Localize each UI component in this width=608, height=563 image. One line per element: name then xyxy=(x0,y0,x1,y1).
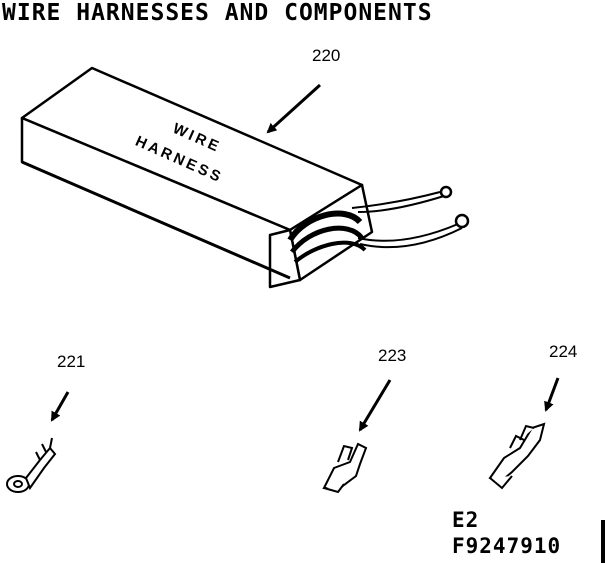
callout-224: 224 xyxy=(549,342,578,361)
wire-harness-box xyxy=(20,66,470,289)
callout-221: 221 xyxy=(57,352,86,371)
diagram-title: WIRE HARNESSES AND COMPONENTS xyxy=(2,0,433,26)
callout-223: 223 xyxy=(378,346,407,365)
ring-terminal xyxy=(6,437,57,493)
arrow-223 xyxy=(358,379,392,432)
callout-220: 220 xyxy=(312,46,341,65)
arrow-220 xyxy=(266,83,322,134)
footer-code-drawing-number: F9247910 xyxy=(452,534,562,558)
footer-code-e2: E2 xyxy=(452,508,480,532)
spade-connector xyxy=(322,442,368,494)
arrow-221 xyxy=(50,391,70,422)
arrow-224 xyxy=(544,377,560,412)
crimp-connector xyxy=(488,422,546,490)
